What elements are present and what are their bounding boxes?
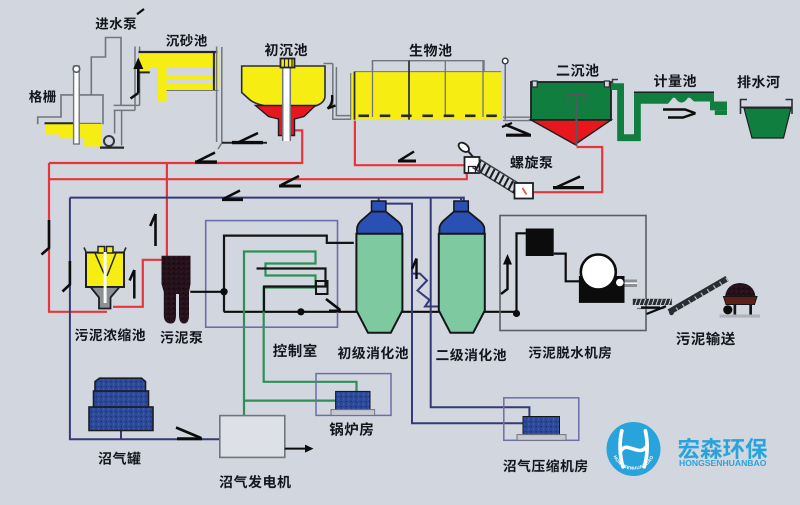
svg-text:HONGSENHUANBAO: HONGSENHUANBAO	[679, 458, 767, 468]
